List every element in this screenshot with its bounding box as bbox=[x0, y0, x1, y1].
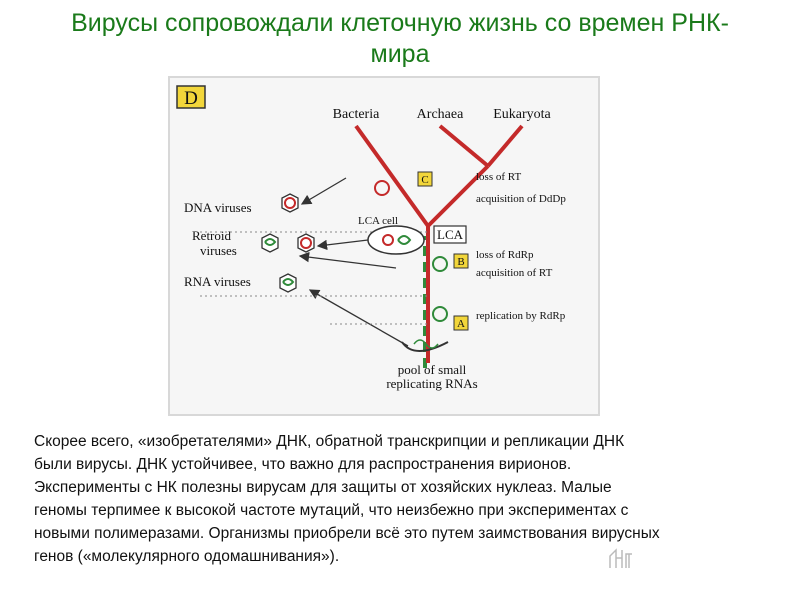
stage-a-marker: A bbox=[454, 316, 468, 330]
virus-label-retroid-2: viruses bbox=[200, 243, 237, 258]
phylogeny-diagram: D Bacteria Archaea Eukaryota bbox=[170, 78, 602, 418]
event-loss-rt: loss of RT bbox=[476, 171, 521, 183]
svg-text:A: A bbox=[457, 318, 465, 330]
caption-line: геномы терпимее к высокой частоте мутаци… bbox=[34, 499, 784, 522]
arrow-to-retroid-viruses bbox=[318, 240, 368, 246]
virus-label-dna: DNA viruses bbox=[184, 200, 252, 215]
event-loss-rdrp: loss of RdRp bbox=[476, 249, 534, 261]
panel-label: D bbox=[184, 88, 198, 109]
event-replication-rdrp: replication by RdRp bbox=[476, 310, 566, 322]
caption-line: были вирусы. ДНК устойчивее, что важно д… bbox=[34, 453, 784, 476]
watermark-logo-icon bbox=[606, 546, 636, 572]
caption-text: Скорее всего, «изобретателями» ДНК, обра… bbox=[34, 430, 784, 568]
domain-label-archaea: Archaea bbox=[417, 107, 464, 122]
cycle-icon-green-a bbox=[433, 307, 447, 321]
slide-title-line-2: мира bbox=[30, 39, 770, 70]
pool-label-line-1: pool of small bbox=[398, 362, 467, 377]
retroid-virus-icon-green bbox=[262, 234, 278, 252]
svg-text:C: C bbox=[421, 174, 428, 186]
slide-title-line-1: Вирусы сопровождали клеточную жизнь со в… bbox=[30, 8, 770, 39]
svg-text:B: B bbox=[457, 256, 464, 268]
caption-line: Эксперименты с НК полезны вирусам для за… bbox=[34, 476, 784, 499]
stage-b-marker: B bbox=[454, 254, 468, 268]
retroid-virus-icon-red bbox=[298, 234, 314, 252]
slide-title: Вирусы сопровождали клеточную жизнь со в… bbox=[30, 8, 770, 70]
event-acquisition-rt: acquisition of RT bbox=[476, 267, 553, 279]
stage-c-marker: C bbox=[418, 172, 432, 186]
rna-virus-icon bbox=[280, 274, 296, 292]
caption-line: генов («молекулярного одомашнивания»). bbox=[34, 545, 784, 568]
phylogeny-figure: D Bacteria Archaea Eukaryota bbox=[168, 76, 600, 416]
dna-virus-icon bbox=[282, 194, 298, 212]
arrow-to-rna-viruses-upper bbox=[300, 256, 396, 268]
arrow-to-rna-viruses-lower bbox=[310, 290, 408, 346]
event-acquisition-ddp: acquisition of DdDp bbox=[476, 193, 566, 205]
cycle-icon-red-c bbox=[375, 181, 389, 195]
domain-label-eukaryota: Eukaryota bbox=[493, 107, 551, 122]
lca-cell-icon bbox=[368, 226, 424, 254]
pool-label-line-2: replicating RNAs bbox=[386, 376, 477, 391]
caption-line: Скорее всего, «изобретателями» ДНК, обра… bbox=[34, 430, 784, 453]
arrow-to-dna-viruses bbox=[302, 178, 346, 204]
domain-label-bacteria: Bacteria bbox=[333, 107, 380, 122]
lca-label: LCA bbox=[437, 227, 464, 242]
caption-line: новыми полимеразами. Организмы приобрели… bbox=[34, 522, 784, 545]
lca-cell-label: LCA cell bbox=[358, 215, 398, 227]
virus-label-rna: RNA viruses bbox=[184, 274, 251, 289]
cycle-icon-green-b bbox=[433, 257, 447, 271]
virus-label-retroid: Retroid bbox=[192, 228, 231, 243]
